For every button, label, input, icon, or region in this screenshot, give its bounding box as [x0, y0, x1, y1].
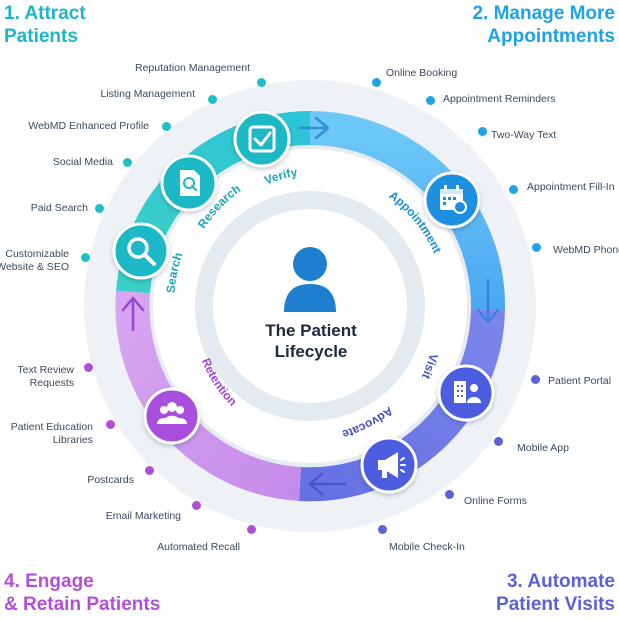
center-title-line1: The Patient: [265, 321, 357, 340]
tactic-dot: [162, 122, 171, 131]
outer-track: [84, 80, 536, 532]
tactic-label: WebMD Phone: [553, 244, 619, 256]
tactic-dot: [123, 158, 132, 167]
tactic-dot: [145, 466, 154, 475]
stage-title-engage-line1: 4. Engage: [4, 571, 94, 592]
tactic-dot: [531, 375, 540, 384]
tactic-label: Patient Portal: [548, 375, 612, 387]
stage-title-engage-line2: & Retain Patients: [4, 594, 161, 615]
tactic-label: Appointment Reminders: [443, 93, 556, 105]
tactic-label: Customizable: [5, 248, 69, 260]
tactic-dot: [378, 525, 387, 534]
tactic-dot: [247, 525, 256, 534]
tactic-dot: [106, 420, 115, 429]
tactic-dot: [509, 185, 518, 194]
tactic-label: Appointment Fill-In: [527, 181, 615, 193]
tactic-label: Automated Recall: [157, 541, 240, 553]
person-icon: [284, 247, 336, 312]
tactic-label: Reputation Management: [135, 62, 250, 74]
tactic-dot: [445, 490, 454, 499]
calendar-icon: [423, 171, 481, 229]
tactic-dot: [494, 437, 503, 446]
tactic-label: Paid Search: [30, 202, 88, 214]
tactic-dot: [257, 78, 266, 87]
tactic-label: Libraries: [52, 434, 93, 446]
tactic-label: Online Booking: [386, 67, 458, 79]
center-title: The Patient Lifecycle: [236, 320, 386, 362]
tactic-label: Mobile Check-In: [389, 541, 465, 553]
tactic-label: Social Media: [52, 156, 113, 168]
tactic-dot: [372, 78, 381, 87]
arrow-appointment: [476, 278, 500, 324]
megaphone-icon: [360, 436, 418, 494]
tactic-label: Email Marketing: [105, 510, 181, 522]
tactic-dot: [208, 95, 217, 104]
tactic-label: WebMD Enhanced Profile: [28, 120, 149, 132]
stage-title-automate-line2: Patient Visits: [496, 594, 615, 615]
tactic-label: Mobile App: [517, 442, 569, 454]
arrow-advocate: [308, 472, 347, 496]
automate-arc: [299, 309, 505, 502]
stage-title-automate: 3. Automate Patient Visits: [496, 570, 615, 616]
tactic-dot: [95, 204, 104, 213]
stage-title-manage-line1: 2. Manage More: [472, 3, 615, 24]
stage-title-attract-line2: Patients: [4, 26, 78, 47]
step-label-visit: Visit: [419, 352, 441, 381]
checkbox-icon: [233, 110, 291, 168]
tactic-label: Postcards: [87, 474, 134, 486]
tactic-dot: [426, 96, 435, 105]
tactic-label: Patient Education: [10, 421, 93, 433]
tactic-label: Two-Way Text: [491, 129, 557, 141]
tactic-label: Requests: [29, 377, 74, 389]
arrow-verify: [298, 116, 330, 140]
tactic-dot: [81, 253, 90, 262]
building-people-icon: [437, 364, 495, 422]
step-label-verify: Verify: [262, 165, 298, 187]
tactic-dot: [478, 127, 487, 136]
stage-title-manage-line2: Appointments: [487, 26, 615, 47]
center-title-line2: Lifecycle: [274, 342, 348, 361]
stage-title-automate-line1: 3. Automate: [506, 571, 615, 592]
stage-title-engage: 4. Engage & Retain Patients: [4, 570, 160, 616]
stage-title-attract-line1: 1. Attract: [4, 3, 86, 24]
stage-title-manage: 2. Manage More Appointments: [472, 2, 615, 48]
magnifier-icon: [112, 222, 170, 280]
tactic-label: Text Review: [17, 364, 74, 376]
tactic-label: Website & SEO: [0, 261, 69, 273]
tactic-label: Listing Management: [100, 88, 195, 100]
document-search-icon: [160, 154, 218, 212]
tactic-label: Online Forms: [464, 495, 528, 507]
tactic-dot: [192, 501, 201, 510]
tactic-dot: [532, 243, 541, 252]
stage-title-attract: 1. Attract Patients: [4, 2, 86, 48]
arrow-retention: [121, 296, 145, 332]
people-group-icon: [143, 387, 201, 445]
tactic-dot: [84, 363, 93, 372]
